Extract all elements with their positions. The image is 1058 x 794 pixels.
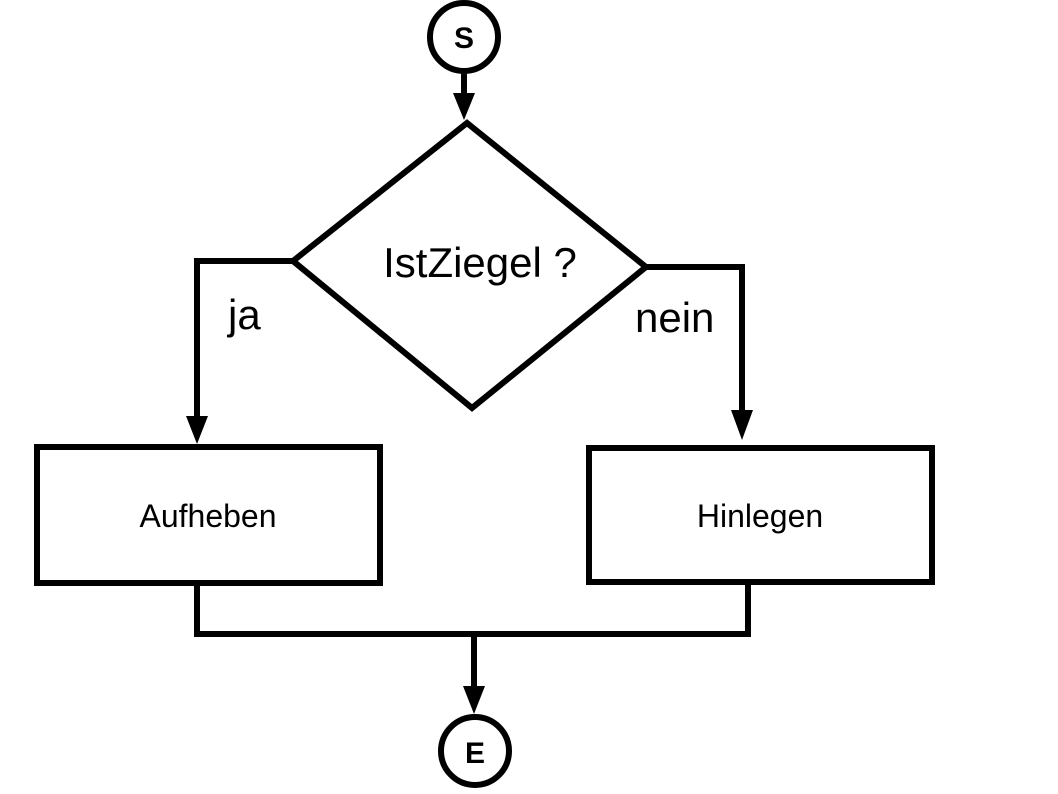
- connector-no-branch: [643, 264, 753, 440]
- arrow-start-to-decision: [453, 68, 475, 120]
- branch-label-no: nein: [635, 294, 714, 341]
- start-node: S: [427, 0, 501, 74]
- connector-merge: [194, 580, 751, 714]
- decision-label: IstZiegel ?: [383, 239, 577, 286]
- action-label-no: Hinlegen: [697, 498, 823, 534]
- action-box-yes: Aufheben: [34, 444, 383, 586]
- start-label: S: [454, 22, 474, 55]
- action-label-yes: Aufheben: [139, 498, 276, 534]
- action-box-no: Hinlegen: [586, 445, 935, 585]
- branch-label-yes: ja: [226, 291, 261, 338]
- connector-yes-branch: [186, 258, 296, 444]
- end-label: E: [465, 737, 485, 770]
- decision-node: IstZiegel ?: [288, 119, 651, 412]
- end-node: E: [438, 714, 512, 788]
